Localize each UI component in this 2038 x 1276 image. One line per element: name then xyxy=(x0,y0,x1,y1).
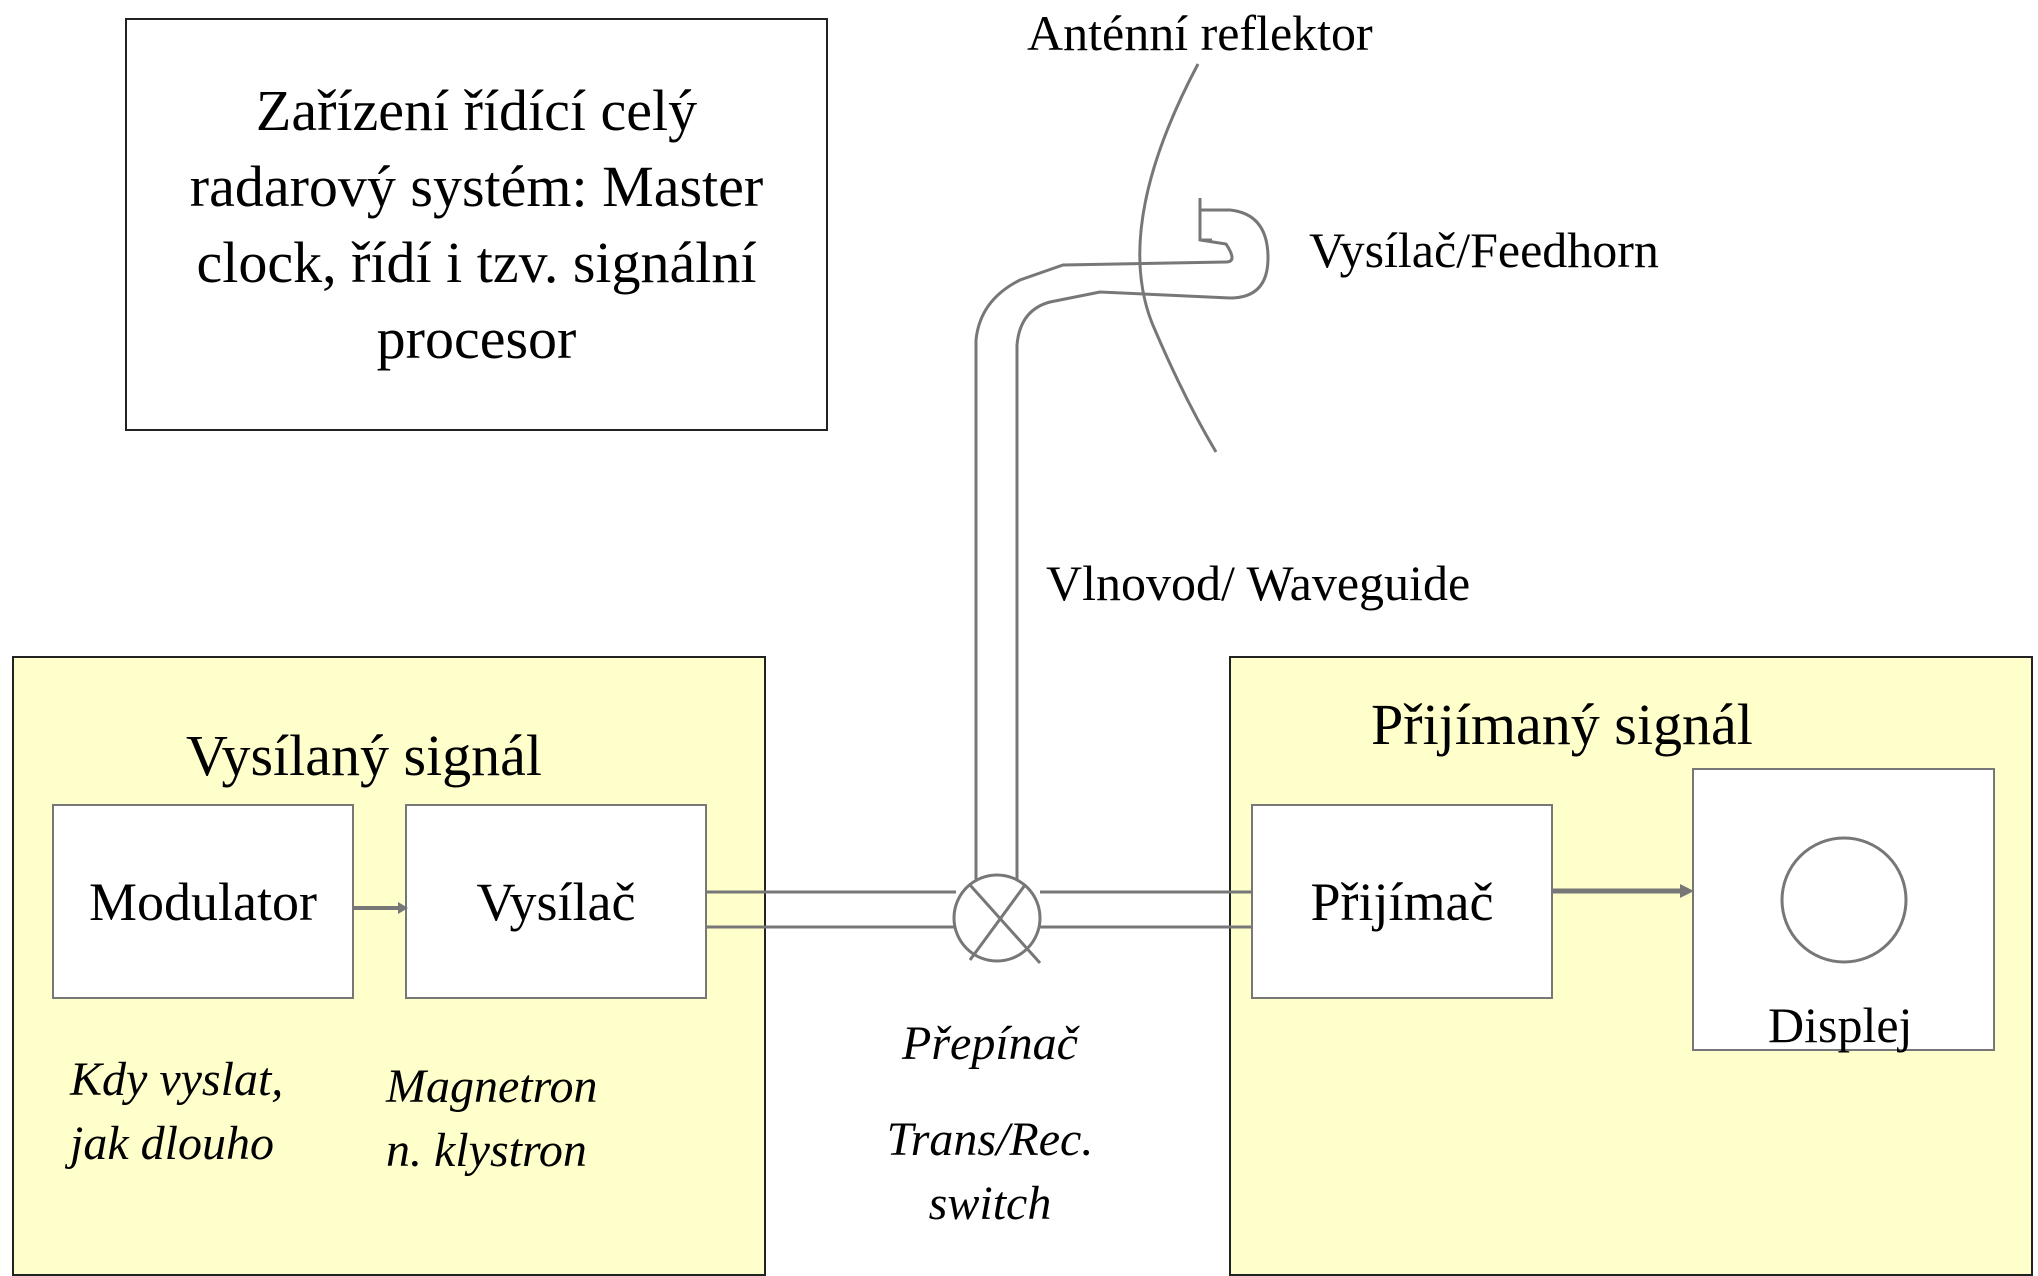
receiver-label: Přijímač xyxy=(1310,871,1494,932)
modulator-note-line: Kdy vyslat, xyxy=(70,1053,284,1106)
transmitter-note: Magnetron n. klystron xyxy=(386,1055,598,1183)
control-unit-box: Zařízení řídící celý radarový systém: Ma… xyxy=(125,18,828,431)
waveguide-inner-line xyxy=(1015,208,1270,455)
modulator-note: Kdy vyslat, jak dlouho xyxy=(70,1048,283,1176)
transmitter-note-line: Magnetron xyxy=(386,1060,598,1113)
antenna-reflector-label: Anténní reflektor xyxy=(1027,5,1373,61)
transmitter-box: Vysílač xyxy=(405,804,707,999)
display-label: Displej xyxy=(1768,997,1913,1053)
transmit-panel-title: Vysílaný signál xyxy=(186,723,543,788)
switch-cross-2 xyxy=(968,884,1027,961)
feedhorn-lip xyxy=(1198,198,1212,242)
waveguide-outer-line xyxy=(974,200,1234,450)
modulator-arrow-head xyxy=(398,902,408,914)
control-unit-line: clock, řídí i tzv. signální xyxy=(196,229,757,295)
switch-cross-1 xyxy=(968,883,1042,965)
receive-panel-title: Přijímaný signál xyxy=(1371,692,1753,757)
switch-label: Přepínač xyxy=(902,1017,1078,1070)
transmitter-note-line: n. klystron xyxy=(386,1124,587,1177)
receiver-box: Přijímač xyxy=(1251,804,1553,999)
feedhorn-label: Vysílač/Feedhorn xyxy=(1309,222,1659,278)
switch-english-line: Trans/Rec. xyxy=(886,1113,1094,1166)
receiver-arrow-head xyxy=(1680,884,1694,898)
switch-english-line: switch xyxy=(928,1177,1052,1230)
antenna-reflector xyxy=(1138,63,1218,453)
switch-english-label: Trans/Rec. switch xyxy=(850,1108,1130,1236)
control-unit-line: Zařízení řídící celý xyxy=(255,77,698,143)
modulator-label: Modulator xyxy=(89,871,317,932)
waveguide-label: Vlnovod/ Waveguide xyxy=(1046,555,1471,611)
control-unit-line: radarový systém: Master xyxy=(189,153,764,219)
display-box xyxy=(1692,768,1995,1051)
display-screen-icon xyxy=(1780,836,1908,964)
modulator-note-line: jak dlouho xyxy=(70,1117,274,1170)
transmitter-label: Vysílač xyxy=(476,871,636,932)
control-unit-line: procesor xyxy=(376,305,577,371)
control-unit-text: Zařízení řídící celý radarový systém: Ma… xyxy=(190,73,763,377)
modulator-box: Modulator xyxy=(52,804,354,999)
